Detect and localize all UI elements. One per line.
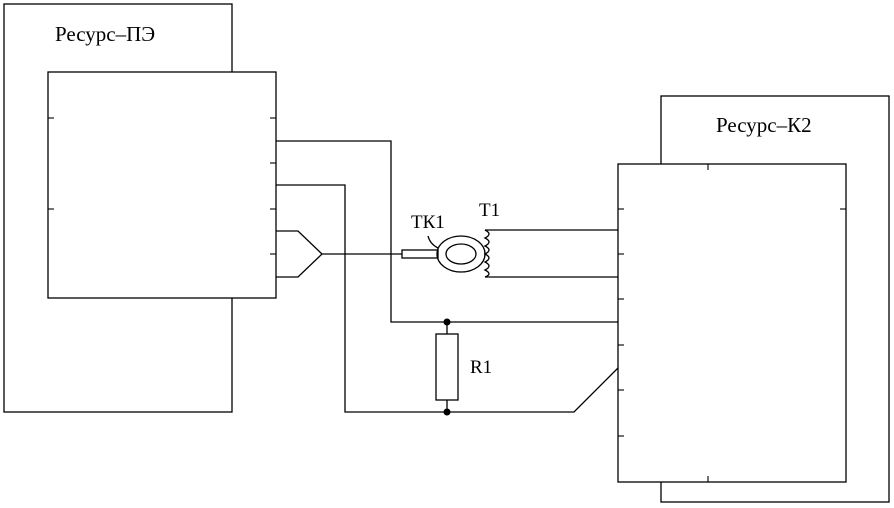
wire-converge: [276, 230, 323, 278]
wires: [276, 140, 619, 416]
current-clamp-tk1: ТК1: [401, 212, 486, 273]
device-resurs-k2-inner-panel: [617, 163, 847, 483]
clamp-ring-outer: [436, 235, 486, 273]
resistor-r1: R1: [435, 333, 492, 401]
wire-upper: [276, 140, 618, 323]
wire-lower: [276, 184, 619, 413]
clamp-jaw: [427, 235, 439, 249]
resistor-label: R1: [470, 357, 492, 378]
clamp-handle: [401, 249, 439, 259]
device-resurs-k2: Ресурс–К2: [617, 95, 890, 503]
transformer-winding: [483, 229, 490, 278]
transformer-label: Т1: [479, 200, 500, 221]
device-resurs-pe-label: Ресурс–ПЭ: [55, 22, 155, 46]
clamp-ring-inner: [445, 243, 477, 265]
junction-dot-bottom: [443, 408, 451, 416]
resistor-body: [435, 333, 459, 401]
junction-dot-top: [443, 318, 451, 326]
device-resurs-pe-inner-panel: [47, 71, 277, 299]
transformer-t1: Т1: [479, 200, 500, 278]
device-resurs-pe: Ресурс–ПЭ: [3, 3, 277, 413]
device-resurs-k2-label: Ресурс–К2: [716, 113, 812, 137]
clamp-label: ТК1: [411, 212, 445, 233]
